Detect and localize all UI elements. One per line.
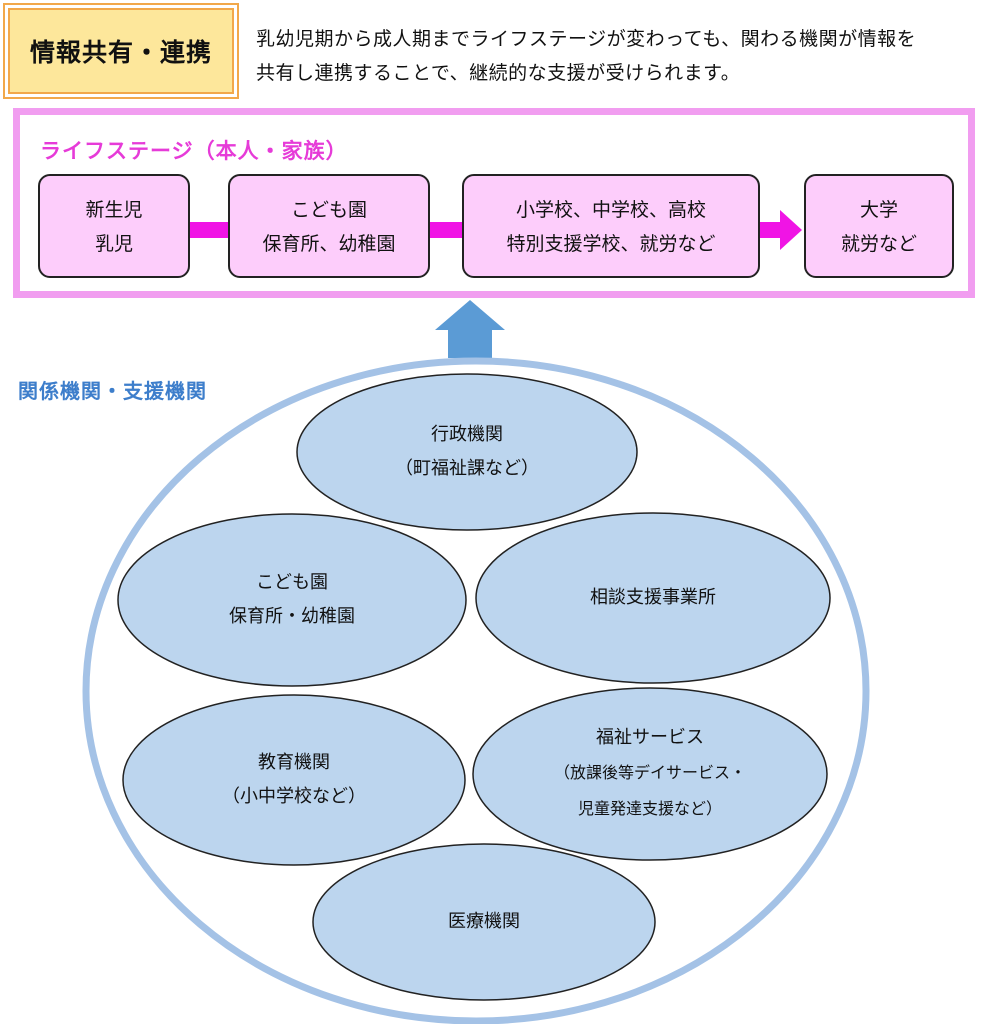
section-title: 情報共有・連携 (3, 3, 239, 99)
stage-kindergarten-line1: こども園 (290, 199, 367, 221)
stage-school: 小学校、中学校、高校特別支援学校、就労など (462, 174, 760, 278)
stage-university: 大学就労など (804, 174, 954, 278)
org-consultation: 相談支援事業所 (503, 550, 803, 646)
lifestage-title: ライフステージ（本人・家族） (40, 139, 348, 163)
up-arrow (435, 300, 505, 358)
org-ellipse-medical (312, 843, 656, 1001)
org-ellipse-kindergarten (117, 513, 467, 687)
stage-newborn-line1: 新生児 (85, 199, 143, 221)
org-education-note: （小中学校など） (222, 786, 366, 807)
org-education-name: 教育機関 (258, 752, 330, 773)
org-administration: 行政機関 （町福祉課など） (317, 404, 617, 500)
intro-line-1: 乳幼児期から成人期までライフステージが変わっても、関わる機関が情報を (256, 28, 917, 50)
stage-arrowhead (780, 210, 802, 250)
org-kindergarten-name: こども園 (256, 572, 328, 593)
org-consultation-name: 相談支援事業所 (590, 587, 716, 608)
stage-connector-2 (430, 222, 462, 238)
organizations-title: 関係機関・支援機関 (18, 379, 207, 403)
stage-newborn-line2: 乳児 (94, 233, 133, 255)
org-education: 教育機関 （小中学校など） (144, 732, 444, 828)
stage-university-line2: 就労など (840, 233, 917, 255)
org-ellipse-education (122, 694, 466, 866)
org-kindergarten-note: 保育所・幼稚園 (229, 606, 355, 627)
intro-line-2: 共有し連携することで、継続的な支援が受けられます。 (256, 62, 741, 84)
org-administration-note: （町福祉課など） (395, 458, 539, 479)
intro-text: 乳幼児期から成人期までライフステージが変わっても、関わる機関が情報を 共有し連携… (256, 22, 980, 90)
org-kindergarten: こども園 保育所・幼稚園 (142, 552, 442, 648)
org-medical: 医療機関 (334, 874, 634, 970)
org-administration-name: 行政機関 (431, 424, 503, 445)
org-welfare-note-1: （放課後等デイサービス・ (553, 763, 746, 782)
org-welfare-note-2: 児童発達支援など） (577, 799, 722, 818)
stage-school-line2: 特別支援学校、就労など (506, 233, 716, 255)
stage-connector-3 (760, 222, 780, 238)
org-welfare: 福祉サービス （放課後等デイサービス・ 児童発達支援など） (490, 716, 810, 832)
stage-kindergarten-line2: 保育所、幼稚園 (262, 233, 396, 255)
org-welfare-name: 福祉サービス (596, 727, 704, 748)
stage-kindergarten: こども園保育所、幼稚園 (228, 174, 430, 278)
org-ellipse-welfare (472, 687, 828, 861)
org-medical-name: 医療機関 (448, 911, 520, 932)
stage-newborn: 新生児乳児 (38, 174, 190, 278)
stage-connector-1 (190, 222, 228, 238)
org-ellipse-administration (296, 373, 638, 531)
stage-university-line1: 大学 (859, 199, 898, 221)
stage-school-line1: 小学校、中学校、高校 (515, 199, 706, 221)
org-ellipse-consultation (475, 512, 831, 684)
